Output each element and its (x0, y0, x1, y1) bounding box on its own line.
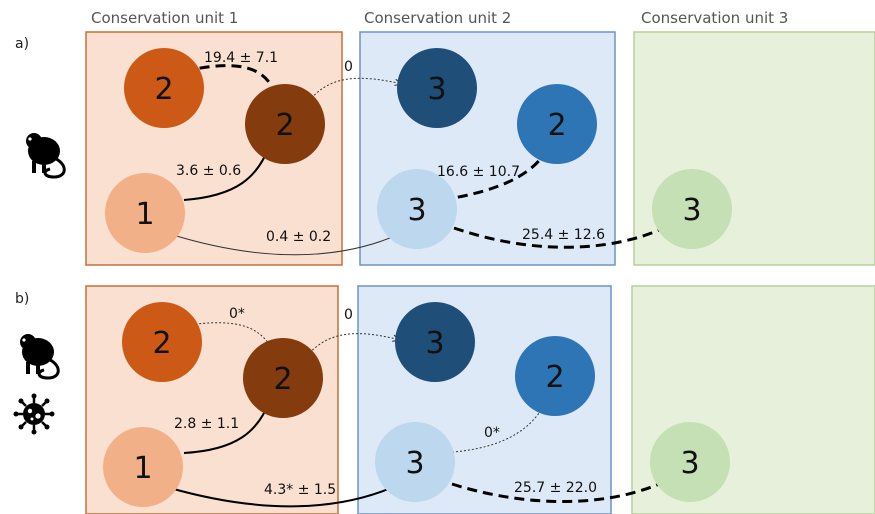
panel-a-node-2a-label: 2 (154, 72, 173, 107)
panel-a-edge-2b-3a-label: 0 (344, 59, 353, 75)
panel-b-node-3c (650, 422, 730, 502)
panel-a-edge-2b-3a (301, 77, 402, 112)
virus-icon (13, 393, 55, 435)
tamarin-icon (20, 334, 60, 380)
panel-b-node-1-label: 1 (133, 451, 152, 486)
panel-a-edge-1-3b-label: 0.4 ± 0.2 (266, 229, 331, 245)
panel-a-edge-3b-3c-label: 25.4 ± 12.6 (522, 227, 605, 243)
unit-1-title: Conservation unit 1 (91, 9, 238, 27)
panel-b-edge-1-3b-label: 4.3* ± 1.5 (264, 482, 336, 498)
panel-a-node-3c-label: 3 (682, 193, 701, 228)
panel-b-node-3b (375, 422, 455, 502)
panel-b-label: b) (15, 291, 29, 307)
panel-b-node-2c-label: 2 (545, 360, 564, 395)
panel-b-edge-2b-2a (182, 323, 275, 353)
panel-b-edge-3b-2c (439, 398, 548, 454)
panel-a-node-2a (124, 48, 204, 128)
panel-b-node-3b-label: 3 (405, 446, 424, 481)
panel-b-node-3a (395, 302, 475, 382)
panel-a-edge-3b-3c (453, 224, 670, 249)
panel-a-edge-3b-2c (441, 146, 550, 202)
panel-b-node-3c-label: 3 (680, 446, 699, 481)
panel-a-edge-3b-2c-label: 16.6 ± 10.7 (437, 164, 520, 180)
panel-b-node-2b (243, 338, 323, 418)
tamarin-icon (26, 133, 66, 179)
panel-a-node-3b-label: 3 (407, 193, 426, 228)
panel-b-edge-2b-2a-label: 0* (229, 306, 245, 322)
panel-b-edge-3b-3c (451, 478, 670, 503)
panel-a-edge-1-3b (169, 232, 404, 256)
panel-b-node-2a (122, 302, 202, 382)
panel-a-node-2c-label: 2 (547, 108, 566, 143)
panel-a-node-3b (377, 169, 457, 249)
panel-b-node-3a-label: 3 (425, 326, 444, 361)
panel-b-node-2a-label: 2 (152, 326, 171, 361)
panel-b-node-1 (103, 427, 183, 507)
panel-a-node-3c (652, 169, 732, 249)
panel-b-edge-2b-3a-label: 0 (344, 307, 353, 323)
panel-a-node-3a (397, 48, 477, 128)
panel-a-node-2c (517, 84, 597, 164)
unit-2-title: Conservation unit 2 (364, 9, 511, 27)
panel-b-edge-3b-2c-label: 0* (484, 425, 500, 441)
panel-a-edge-2b-2a-label: 19.4 ± 7.1 (204, 50, 278, 66)
panel-b-edge-1-3b (169, 483, 402, 508)
panel-a-label: a) (15, 36, 29, 52)
panel-b-edge-3b-3c-label: 25.7 ± 22.0 (514, 480, 597, 496)
panel-a-node-3a-label: 3 (427, 72, 446, 107)
panel-a-node-2b-label: 2 (275, 108, 294, 143)
panel-a-node-1-label: 1 (135, 197, 154, 232)
panel-a-node-1 (105, 173, 185, 253)
panel-b-edge-2b-3a (299, 333, 400, 367)
panel-a-edge-1-2b-label: 3.6 ± 0.6 (176, 163, 241, 179)
unit-3-title: Conservation unit 3 (641, 9, 788, 27)
panel-b-node-2c (515, 336, 595, 416)
panel-b-node-2b-label: 2 (273, 362, 292, 397)
panel-b-edge-1-2b-label: 2.8 ± 1.1 (174, 416, 239, 432)
panel-a-node-2b (245, 84, 325, 164)
